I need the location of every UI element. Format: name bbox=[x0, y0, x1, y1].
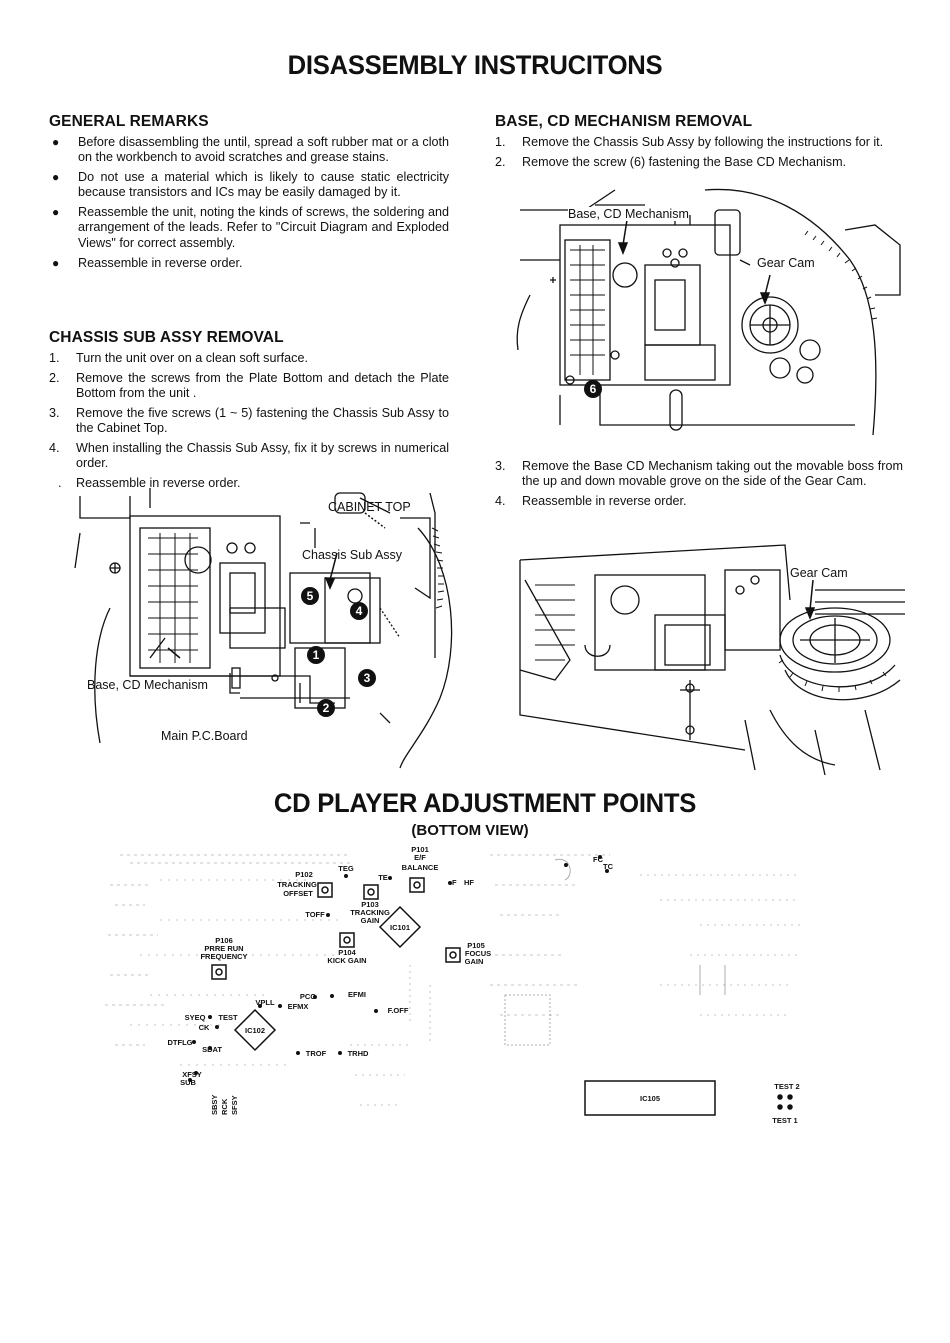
ck-label: CK bbox=[199, 1023, 210, 1032]
sub-label: SUB bbox=[180, 1078, 196, 1087]
p102-label: P102 bbox=[295, 870, 313, 879]
chassis-steps: 1.Turn the unit over on a clean soft sur… bbox=[49, 351, 449, 496]
p104-label: P104 bbox=[338, 948, 356, 957]
base-steps-b: 3.Remove the Base CD Mechanism taking ou… bbox=[495, 459, 903, 514]
list-item: 3.Remove the Base CD Mechanism taking ou… bbox=[495, 459, 903, 489]
list-item: 2.Remove the screws from the Plate Botto… bbox=[49, 370, 449, 401]
pco-label: PCO bbox=[300, 992, 316, 1001]
prerun-label-2: FREQUENCY bbox=[200, 952, 247, 961]
base-mechanism-figure: 6 bbox=[516, 188, 901, 436]
page-title: DISASSEMBLY INSTRUCITONS bbox=[287, 50, 663, 80]
efmx-label: EFMX bbox=[288, 1002, 309, 1011]
tracking-label: TRACKING bbox=[277, 880, 317, 889]
chassis-sub-assy-label: Chassis Sub Assy bbox=[302, 548, 403, 562]
efmi-label: EFMI bbox=[348, 990, 366, 999]
tracking-gain-label-1: TRACKING bbox=[350, 908, 390, 917]
prerun-label-1: PRRE RUN bbox=[204, 944, 243, 953]
foff-label: F.OFF bbox=[388, 1006, 409, 1015]
chassis-figure: 1 2 3 4 5 bbox=[74, 488, 453, 769]
te-label: TE bbox=[378, 873, 388, 882]
syeq-label: SYEQ bbox=[185, 1013, 206, 1022]
test-label: TEST bbox=[218, 1013, 238, 1022]
ic101-label: IC101 bbox=[390, 923, 410, 932]
gear-cam-label-2: Gear Cam bbox=[790, 566, 848, 580]
sbsy-label: SBSY bbox=[210, 1095, 219, 1115]
list-item: Reassemble the unit, noting the kinds of… bbox=[49, 205, 449, 251]
f-label: F bbox=[452, 878, 457, 887]
toff-label: TOFF bbox=[305, 910, 325, 919]
p106-label: P106 bbox=[215, 936, 233, 945]
gear-cam-label: Gear Cam bbox=[757, 256, 815, 270]
list-item: 2.Remove the screw (6) fastening the Bas… bbox=[495, 154, 847, 169]
adjust-title: CD PLAYER ADJUSTMENT POINTS bbox=[273, 788, 697, 818]
chassis-heading: CHASSIS SUB ASSY REMOVAL bbox=[49, 329, 284, 346]
offset-label: OFFSET bbox=[283, 889, 313, 898]
xfsy-label: XFSY bbox=[182, 1070, 202, 1079]
pcb-diagram: P101 E/F BALANCE TEG TE FC TC P102 TRACK… bbox=[105, 845, 800, 1125]
sdat-label: SDAT bbox=[202, 1045, 222, 1054]
teg-label: TEG bbox=[338, 864, 354, 873]
tracking-gain-label-2: GAIN bbox=[361, 916, 380, 925]
screw-2-label: 2 bbox=[323, 701, 330, 715]
vpll-label: VPLL bbox=[255, 998, 275, 1007]
list-item: Before disassembling the until, spread a… bbox=[49, 135, 449, 166]
list-item: .Reassemble in reverse order. bbox=[58, 476, 241, 491]
dtflg-label: DTFLG bbox=[168, 1038, 193, 1047]
gear-cam-figure bbox=[519, 544, 905, 776]
trhd-label: TRHD bbox=[348, 1049, 369, 1058]
kick-gain-label: KICK GAIN bbox=[327, 956, 366, 965]
test2-label: TEST 2 bbox=[774, 1082, 799, 1091]
focus-label: FOCUS bbox=[465, 949, 491, 958]
list-item: 4.When installing the Chassis Sub Assy, … bbox=[49, 440, 449, 471]
list-item: 4.Reassemble in reverse order. bbox=[495, 494, 687, 509]
screw-3-label: 3 bbox=[364, 671, 371, 685]
list-item: 3.Remove the five screws (1 ~ 5) fasteni… bbox=[49, 405, 449, 436]
tc-label: TC bbox=[603, 862, 614, 871]
base-steps-a: 1.Remove the Chassis Sub Assy by followi… bbox=[495, 135, 903, 175]
p101-label: P101 bbox=[411, 845, 429, 854]
ef-label: E/F bbox=[414, 853, 426, 862]
p105-label: P105 bbox=[467, 941, 485, 950]
list-item: Reassemble in reverse order. bbox=[49, 256, 449, 272]
trof-label: TROF bbox=[306, 1049, 327, 1058]
list-item: Do not use a material which is likely to… bbox=[49, 170, 449, 201]
base-cd-label-2: Base, CD Mechanism bbox=[568, 207, 689, 221]
sfsy-label: SFSY bbox=[230, 1095, 239, 1115]
test1-label: TEST 1 bbox=[772, 1116, 797, 1125]
base-heading: BASE, CD MECHANISM REMOVAL bbox=[495, 113, 753, 130]
general-remarks-list: Before disassembling the until, spread a… bbox=[49, 135, 449, 275]
list-item: 1.Remove the Chassis Sub Assy by followi… bbox=[495, 135, 884, 149]
p103-label: P103 bbox=[361, 900, 379, 909]
main-pcb-label: Main P.C.Board bbox=[161, 729, 248, 743]
hf-label: HF bbox=[464, 878, 474, 887]
ic102-label: IC102 bbox=[245, 1026, 265, 1035]
screw-4-label: 4 bbox=[356, 604, 363, 618]
screw-1-label: 1 bbox=[313, 648, 320, 662]
adjust-subtitle: (BOTTOM VIEW) bbox=[411, 822, 529, 839]
screw-5-label: 5 bbox=[307, 589, 314, 603]
balance-label: BALANCE bbox=[402, 863, 439, 872]
screw-6-label: 6 bbox=[590, 382, 597, 396]
fc-label: FC bbox=[593, 855, 604, 864]
focus-gain-label: GAIN bbox=[465, 957, 484, 966]
base-cd-label: Base, CD Mechanism bbox=[87, 678, 208, 692]
ic105-label: IC105 bbox=[640, 1094, 660, 1103]
rck-label: RCK bbox=[220, 1098, 229, 1115]
general-remarks-heading: GENERAL REMARKS bbox=[49, 113, 209, 130]
cabinet-top-label: CABINET TOP bbox=[328, 500, 411, 514]
list-item: 1.Turn the unit over on a clean soft sur… bbox=[49, 351, 308, 365]
